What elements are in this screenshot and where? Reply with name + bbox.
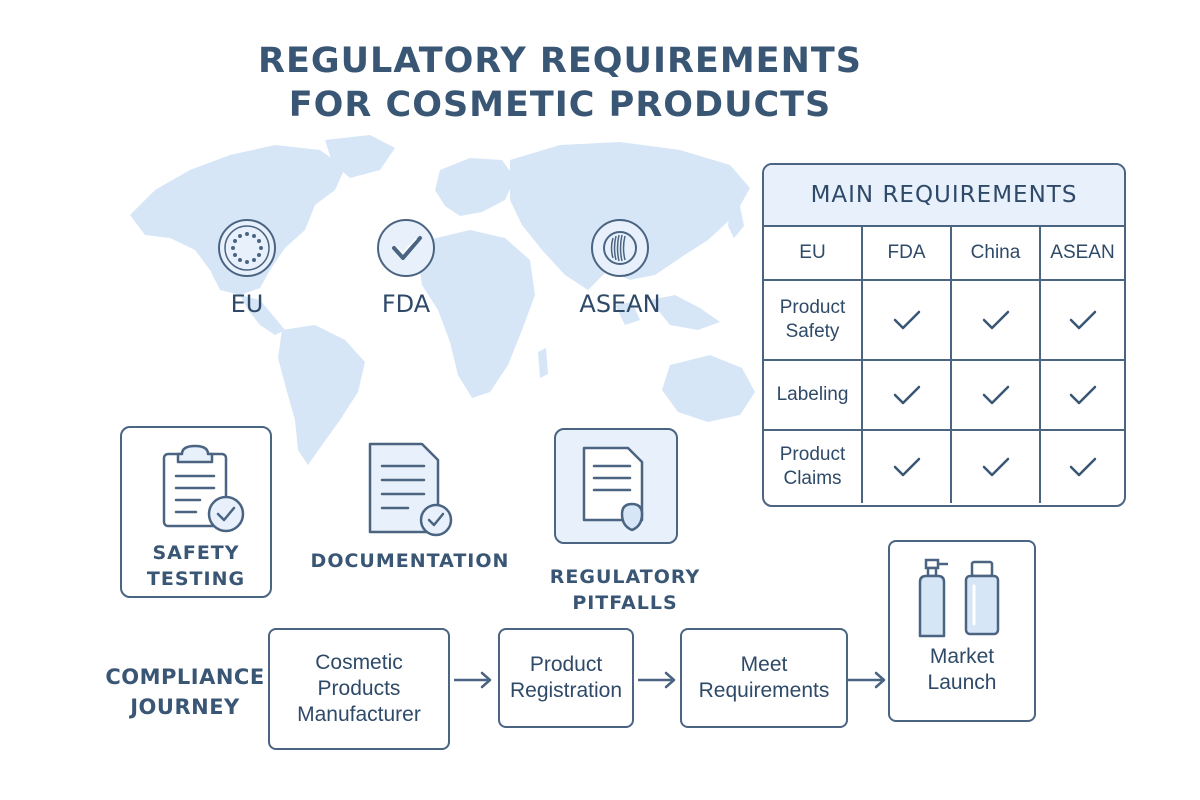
table-cell <box>863 281 952 361</box>
flow-step-text: Market Launch <box>928 644 997 696</box>
check-icon <box>893 457 920 477</box>
world-map-icon <box>130 135 755 465</box>
compliance-journey-label-line-2: JOURNEY <box>130 695 240 719</box>
table-cell <box>1041 431 1124 503</box>
region-fda: FDA <box>341 218 471 318</box>
documentation-card: DOCUMENTATION <box>300 430 520 580</box>
arrow-right-icon <box>848 671 886 689</box>
table-heading: MAIN REQUIREMENTS <box>764 165 1124 227</box>
flow-step-1-line-1: Cosmetic <box>315 651 403 674</box>
flow-step-1-line-3: Manufacturer <box>297 703 421 726</box>
region-label-asean: ASEAN <box>579 290 661 318</box>
safety-testing-label-line-1: SAFETY <box>152 542 240 564</box>
table-cell <box>863 361 952 431</box>
requirements-table: MAIN REQUIREMENTS EU FDA China ASEAN Pro… <box>762 163 1126 507</box>
regulatory-pitfalls-label: REGULATORY PITFALLS <box>540 564 710 616</box>
check-icon <box>1069 457 1096 477</box>
region-eu: EU <box>182 218 312 318</box>
arrow-right-icon <box>638 671 676 689</box>
table-cell <box>952 281 1041 361</box>
compliance-journey-label-line-1: COMPLIANCE <box>105 665 265 689</box>
flow-step-3-line-1: Meet <box>740 653 788 676</box>
page-title-line-1: REGULATORY REQUIREMENTS <box>258 41 862 81</box>
flow-step-text: Product Registration <box>510 652 622 704</box>
column-header-asean: ASEAN <box>1041 227 1124 281</box>
arrow-right-icon <box>454 671 492 689</box>
table-cell <box>952 361 1041 431</box>
check-icon <box>982 310 1009 330</box>
flow-step-2-line-2: Registration <box>509 679 623 702</box>
flow-step-manufacturer: Cosmetic Products Manufacturer <box>268 628 450 750</box>
table-cell <box>863 431 952 503</box>
row-label-product-safety: Product Safety <box>764 281 863 361</box>
eu-stars-icon <box>218 219 276 277</box>
check-icon <box>982 385 1009 405</box>
regulatory-pitfalls-label-line-1: REGULATORY <box>549 566 701 588</box>
flow-step-meet-requirements: Meet Requirements <box>680 628 848 728</box>
check-icon <box>1069 310 1096 330</box>
column-header-fda: FDA <box>863 227 952 281</box>
safety-testing-label: SAFETY TESTING <box>122 540 270 592</box>
flow-step-text: Cosmetic Products Manufacturer <box>297 650 421 728</box>
row-label-product-claims: Product Claims <box>764 431 863 503</box>
table-cell <box>1041 281 1124 361</box>
region-label-eu: EU <box>230 290 264 318</box>
asean-emblem-icon <box>591 219 649 277</box>
flow-step-4-line-2: Launch <box>927 671 997 694</box>
checkmark-shield-icon <box>377 219 435 277</box>
column-header-eu: EU <box>764 227 863 281</box>
region-label-fda: FDA <box>381 290 431 318</box>
clipboard-check-icon <box>162 444 245 533</box>
compliance-journey-label: COMPLIANCE JOURNEY <box>100 662 270 722</box>
flow-step-2-line-1: Product <box>529 653 603 676</box>
table-cell <box>952 431 1041 503</box>
check-icon <box>982 457 1009 477</box>
region-asean: ASEAN <box>555 218 685 318</box>
check-icon <box>1069 385 1096 405</box>
safety-testing-card: SAFETY TESTING <box>120 426 272 598</box>
safety-testing-label-line-2: TESTING <box>146 568 246 590</box>
row-label-labeling: Labeling <box>764 361 863 431</box>
regulatory-pitfalls-label-line-2: PITFALLS <box>572 592 678 614</box>
flow-step-registration: Product Registration <box>498 628 634 728</box>
flow-step-1-line-2: Products <box>317 677 401 700</box>
check-icon <box>893 310 920 330</box>
flow-step-text: Meet Requirements <box>699 652 830 704</box>
document-check-icon <box>368 442 453 537</box>
check-icon <box>893 385 920 405</box>
flow-step-4-line-1: Market <box>929 645 995 668</box>
regulatory-pitfalls-card: REGULATORY PITFALLS <box>540 426 710 616</box>
page-title-line-2: FOR COSMETIC PRODUCTS <box>288 85 832 125</box>
flow-step-3-line-2: Requirements <box>698 679 830 702</box>
column-header-china: China <box>952 227 1041 281</box>
cosmetic-bottles-icon <box>918 558 1000 638</box>
document-seal-icon <box>582 446 644 532</box>
flow-step-market-launch: Market Launch <box>888 540 1036 722</box>
table-grid: EU FDA China ASEAN Product Safety Labeli… <box>764 227 1124 503</box>
table-cell <box>1041 361 1124 431</box>
documentation-label: DOCUMENTATION <box>310 550 510 572</box>
